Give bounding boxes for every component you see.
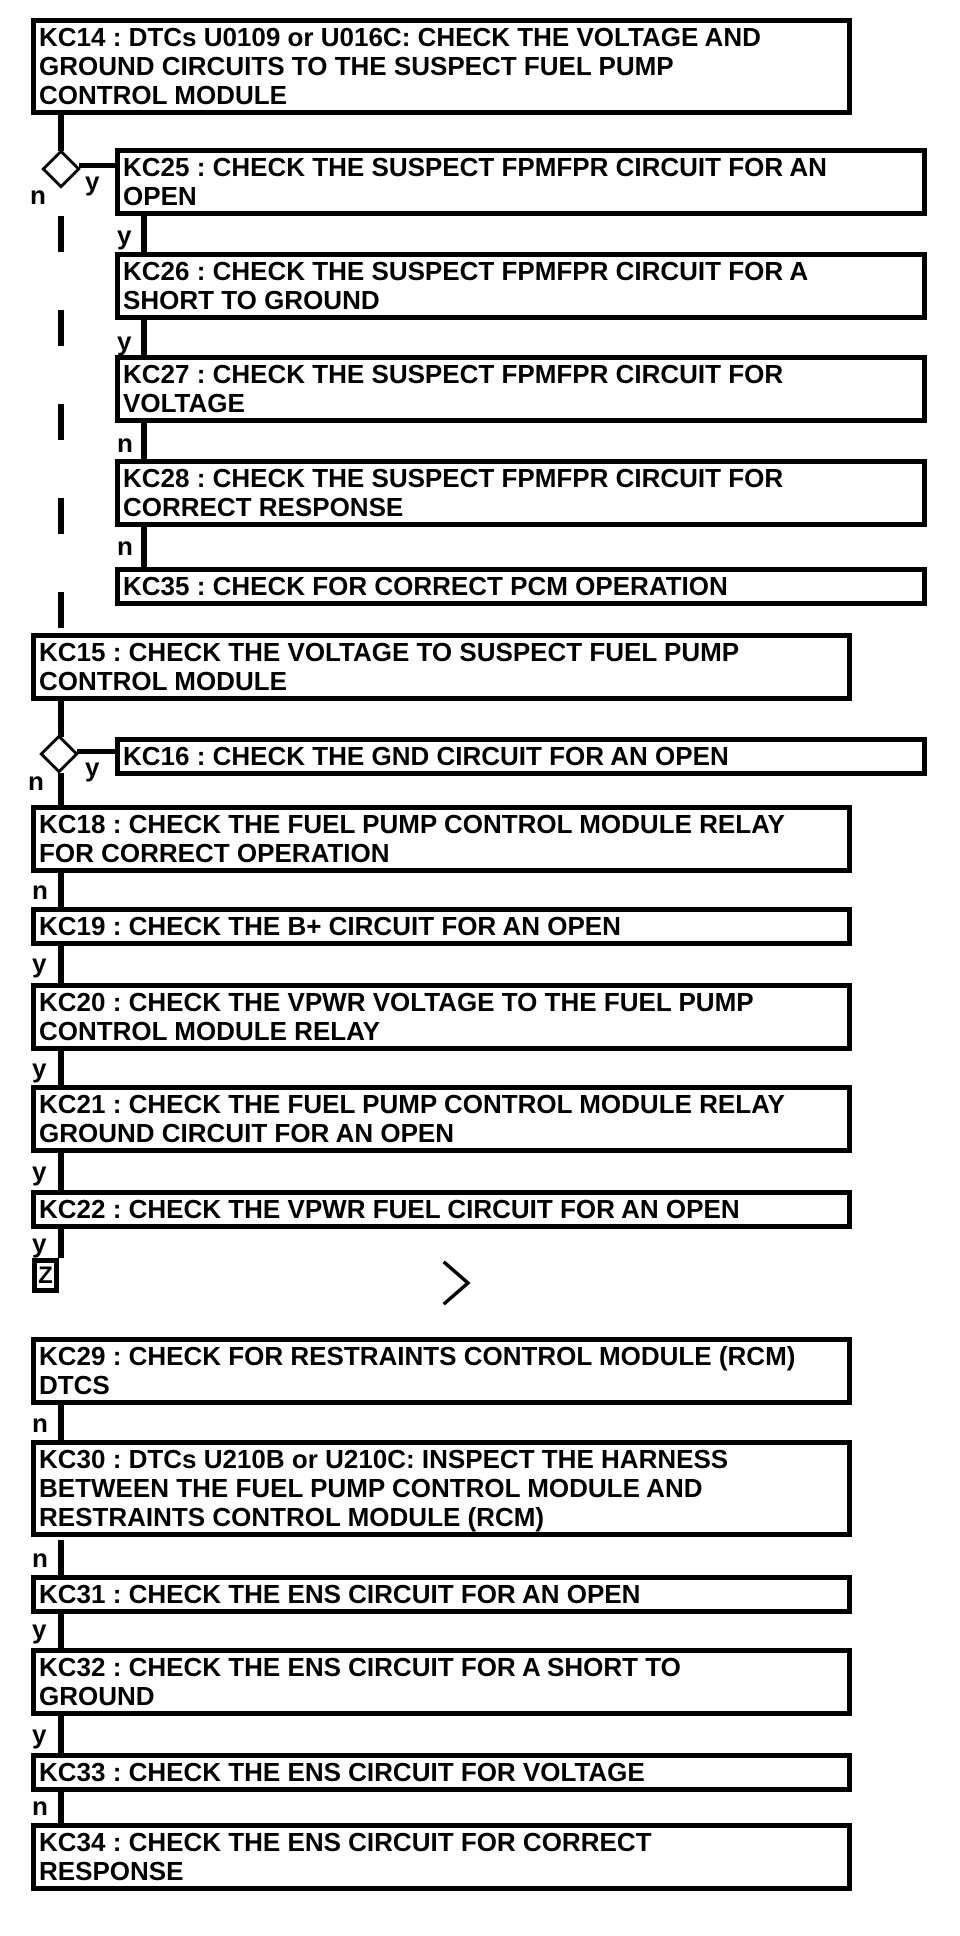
flow-node-kc14: KC14 : DTCs U0109 or U016C: CHECK THE VO… xyxy=(31,18,852,115)
edge-label: n xyxy=(117,428,133,458)
connector-line xyxy=(58,1715,64,1753)
edge-label: y xyxy=(117,326,132,356)
connector-line xyxy=(58,1788,64,1823)
edge-label: n xyxy=(32,875,48,905)
connector-line xyxy=(141,318,147,355)
connector-line xyxy=(58,1610,64,1648)
decision-diamond-2 xyxy=(39,734,79,774)
decision-diamond-1 xyxy=(41,149,81,189)
connector-line xyxy=(58,1152,64,1190)
connector-line xyxy=(141,422,147,459)
edge-label: n xyxy=(32,1408,48,1438)
flow-node-kc22: KC22 : CHECK THE VPWR FUEL CIRCUIT FOR A… xyxy=(31,1190,852,1229)
flow-node-kc31: KC31 : CHECK THE ENS CIRCUIT FOR AN OPEN xyxy=(31,1575,852,1614)
flow-node-kc15: KC15 : CHECK THE VOLTAGE TO SUSPECT FUEL… xyxy=(31,633,852,701)
connector-line xyxy=(77,749,115,754)
connector-line xyxy=(58,1405,64,1440)
edge-label-yes: y xyxy=(85,752,100,782)
flow-node-kc33: KC33 : CHECK THE ENS CIRCUIT FOR VOLTAGE xyxy=(31,1753,852,1792)
flow-node-kc29: KC29 : CHECK FOR RESTRAINTS CONTROL MODU… xyxy=(31,1337,852,1405)
edge-label: y xyxy=(32,948,47,978)
flow-node-kc26: KC26 : CHECK THE SUSPECT FPMFPR CIRCUIT … xyxy=(115,252,927,320)
flow-node-kc25: KC25 : CHECK THE SUSPECT FPMFPR CIRCUIT … xyxy=(115,148,927,216)
edge-label: n xyxy=(32,1543,48,1573)
edge-label: y xyxy=(32,1614,47,1644)
flow-node-kc35: KC35 : CHECK FOR CORRECT PCM OPERATION xyxy=(115,567,927,606)
page-break-chevron-icon xyxy=(442,1260,471,1306)
flow-node-kc21: KC21 : CHECK THE FUEL PUMP CONTROL MODUL… xyxy=(31,1085,852,1153)
connector-line xyxy=(58,1225,64,1258)
edge-label-no: n xyxy=(28,766,44,796)
connector-line xyxy=(58,115,64,151)
connector-line xyxy=(79,163,115,168)
connector-line xyxy=(141,526,147,567)
flow-node-kc16: KC16 : CHECK THE GND CIRCUIT FOR AN OPEN xyxy=(115,737,927,776)
flow-node-kc34: KC34 : CHECK THE ENS CIRCUIT FOR CORRECT… xyxy=(31,1823,852,1891)
connector-line xyxy=(58,701,64,737)
connector-line xyxy=(58,872,64,907)
edge-label: y xyxy=(32,1228,47,1258)
flow-node-kc30: KC30 : DTCs U210B or U210C: INSPECT THE … xyxy=(31,1440,852,1537)
connector-line xyxy=(58,944,64,983)
connector-line-dashed xyxy=(58,216,64,633)
edge-label: y xyxy=(32,1156,47,1186)
connector-line xyxy=(58,1048,64,1085)
flow-node-kc27: KC27 : CHECK THE SUSPECT FPMFPR CIRCUIT … xyxy=(115,355,927,423)
flow-node-kc28: KC28 : CHECK THE SUSPECT FPMFPR CIRCUIT … xyxy=(115,459,927,527)
connector-line xyxy=(58,1540,64,1575)
edge-label-no: n xyxy=(30,180,46,210)
edge-label: n xyxy=(32,1791,48,1821)
edge-label-yes: y xyxy=(85,166,100,196)
edge-label: n xyxy=(117,531,133,561)
edge-label: y xyxy=(117,220,132,250)
edge-label: y xyxy=(32,1719,47,1749)
connector-line xyxy=(58,773,64,807)
flow-node-kc19: KC19 : CHECK THE B+ CIRCUIT FOR AN OPEN xyxy=(31,907,852,946)
flow-node-kc32: KC32 : CHECK THE ENS CIRCUIT FOR A SHORT… xyxy=(31,1648,852,1716)
edge-label: y xyxy=(32,1053,47,1083)
offpage-connector-z: Z xyxy=(32,1258,59,1293)
flow-node-kc18: KC18 : CHECK THE FUEL PUMP CONTROL MODUL… xyxy=(31,805,852,873)
flow-node-kc20: KC20 : CHECK THE VPWR VOLTAGE TO THE FUE… xyxy=(31,983,852,1051)
connector-line xyxy=(141,215,147,252)
